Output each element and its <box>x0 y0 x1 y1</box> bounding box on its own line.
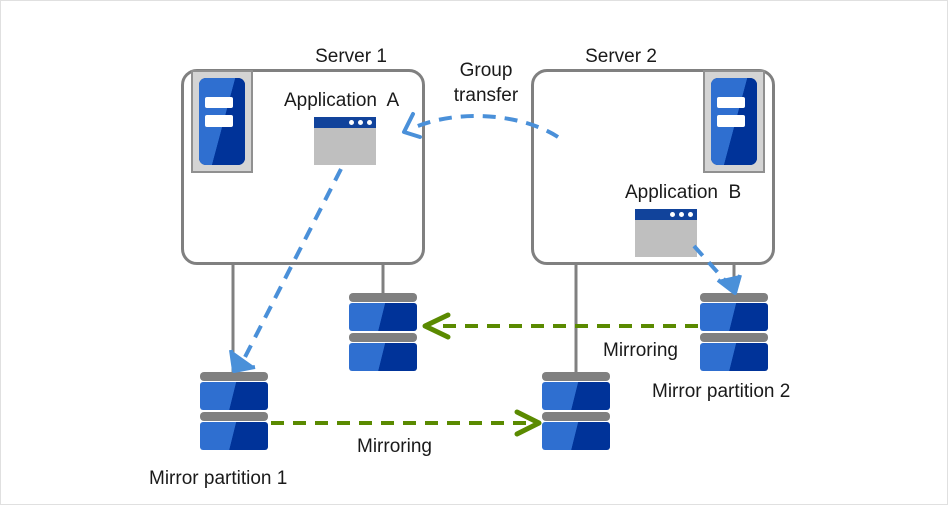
application-b-label: Application B <box>625 182 742 203</box>
application-a-label: Application A <box>284 90 400 111</box>
server-unit-icon <box>191 70 253 173</box>
mirror-partition-2-label: Mirror partition 2 <box>652 381 791 402</box>
server-2-title: Server 2 <box>585 46 657 67</box>
server-1-title: Server 1 <box>315 46 387 67</box>
disk-stack-icon-mirror-partition-1 <box>200 372 268 450</box>
disk-stack-icon-mirror-partition-2 <box>700 293 768 371</box>
disk-stack-icon-server2-left <box>542 372 610 450</box>
server-unit-icon <box>703 70 765 173</box>
mirroring-lower-label: Mirroring <box>357 436 432 457</box>
application-window-icon-a <box>314 117 376 165</box>
group-transfer-label-line2: transfer <box>453 85 519 106</box>
mirroring-lower-arrowhead <box>514 409 542 437</box>
mirroring-upper-arrowhead <box>422 312 451 340</box>
mirroring-upper-label: Mirroring <box>603 340 678 361</box>
app-a-to-disk-arrowhead <box>229 349 256 373</box>
disk-stack-icon-server1-right <box>349 293 417 371</box>
group-transfer-label-line1: Group <box>459 60 513 81</box>
application-window-icon-b <box>635 209 697 257</box>
mirror-partition-1-label: Mirror partition 1 <box>149 468 288 489</box>
app-b-to-disk-arrowhead <box>716 274 742 295</box>
